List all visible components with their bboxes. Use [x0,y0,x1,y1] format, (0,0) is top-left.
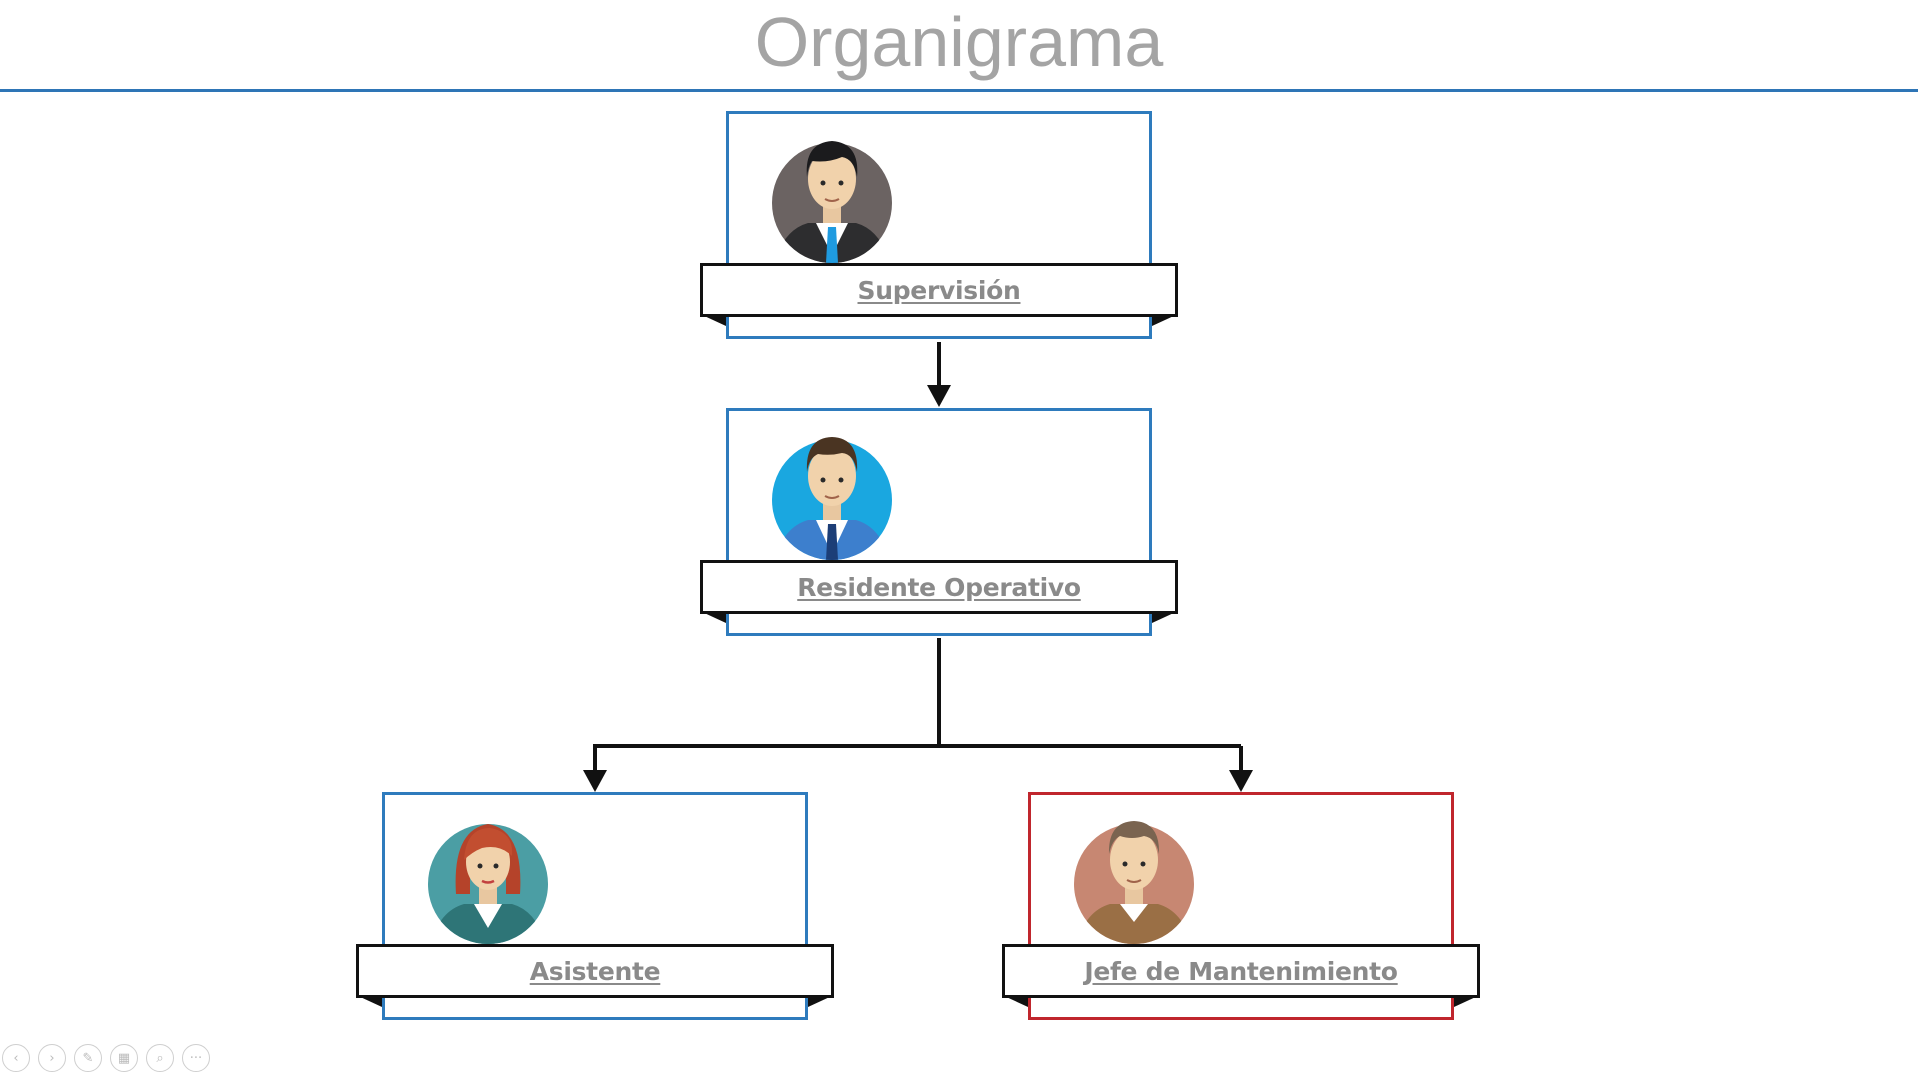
man-brown-shirt-icon [1074,821,1194,944]
presentation-toolbar: ‹ › ✎ ▦ ⌕ ··· [2,1044,210,1072]
card-label[interactable]: Supervisión [857,275,1021,305]
ribbon-fold-right [1152,611,1178,623]
card-ribbon: Residente Operativo [700,560,1178,614]
card-ribbon: Supervisión [700,263,1178,317]
slide-title: Organigrama [754,3,1164,81]
card-ribbon: Jefe de Mantenimiento [1002,944,1480,998]
previous-slide-icon[interactable]: ‹ [2,1044,30,1072]
ribbon-fold-left [1002,995,1028,1007]
man-blue-suit-icon [772,437,892,560]
card-ribbon: Asistente [356,944,834,998]
zoom-icon[interactable]: ⌕ [146,1044,174,1072]
arrowhead-residente [927,385,951,407]
title-divider [0,89,1918,92]
next-slide-icon[interactable]: › [38,1044,66,1072]
ribbon-fold-left [356,995,382,1007]
ribbon-fold-right [1454,995,1480,1007]
card-label[interactable]: Jefe de Mantenimiento [1084,956,1398,986]
more-options-icon[interactable]: ··· [182,1044,210,1072]
ribbon-fold-left [700,611,726,623]
arrowhead-jefe [1229,770,1253,792]
card-label[interactable]: Residente Operativo [797,572,1081,602]
pen-icon[interactable]: ✎ [74,1044,102,1072]
ribbon-fold-right [1152,314,1178,326]
woman-red-hair-icon [428,824,548,944]
card-label[interactable]: Asistente [529,956,661,986]
ribbon-fold-right [808,995,834,1007]
man-dark-suit-icon [772,141,892,263]
slides-grid-icon[interactable]: ▦ [110,1044,138,1072]
arrowhead-asistente [583,770,607,792]
connector-residente-children [593,638,1243,774]
ribbon-fold-left [700,314,726,326]
